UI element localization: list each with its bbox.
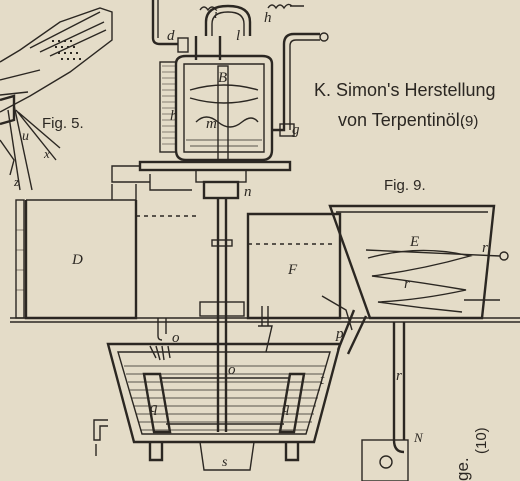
label-o-left: o bbox=[172, 330, 180, 346]
label-u: u bbox=[22, 129, 29, 144]
floor-line bbox=[10, 317, 520, 323]
label-l: l bbox=[236, 28, 240, 44]
platform bbox=[111, 160, 292, 200]
title-line1: K. Simon's Herstellung bbox=[314, 80, 496, 100]
label-s: s bbox=[222, 455, 228, 470]
central-shaft bbox=[199, 198, 245, 432]
label-o-center: o bbox=[228, 362, 236, 378]
label-N: N bbox=[413, 430, 424, 445]
label-B: B bbox=[218, 70, 227, 86]
title-number: (9) bbox=[460, 113, 478, 130]
label-q-left: q bbox=[150, 400, 158, 416]
label-E: E bbox=[409, 234, 419, 250]
label-h-side: h bbox=[170, 108, 178, 124]
label-r-pipe: r bbox=[396, 368, 402, 384]
pipe-r bbox=[321, 295, 409, 481]
label-g: g bbox=[292, 122, 300, 138]
side-number: (10) bbox=[473, 427, 490, 454]
tank-E bbox=[328, 204, 509, 320]
title-line2: von Terpentinöl. bbox=[338, 110, 465, 130]
label-p: p bbox=[335, 326, 344, 342]
label-m: m bbox=[206, 116, 217, 132]
label-z: z bbox=[13, 174, 19, 189]
label-h-top: h bbox=[264, 10, 272, 26]
label-q-right: q bbox=[282, 400, 290, 416]
vat bbox=[93, 318, 342, 471]
fig5-caption: Fig. 5. bbox=[42, 115, 84, 132]
retort-apparatus bbox=[151, 0, 329, 162]
label-F: F bbox=[287, 262, 298, 278]
fig5-drawing bbox=[0, 7, 113, 191]
fig9-caption: Fig. 9. bbox=[384, 177, 426, 194]
side-fragment: ge. bbox=[453, 457, 472, 481]
tank-D bbox=[15, 184, 200, 320]
label-r-coil: r bbox=[404, 276, 410, 292]
label-i: i bbox=[214, 6, 218, 21]
tank-F bbox=[246, 212, 342, 353]
label-d: d bbox=[167, 28, 175, 44]
label-n: n bbox=[244, 184, 252, 200]
label-r-out: r bbox=[482, 240, 488, 256]
label-D: D bbox=[71, 252, 83, 268]
label-t: t bbox=[320, 372, 325, 388]
label-x: x bbox=[43, 146, 50, 161]
